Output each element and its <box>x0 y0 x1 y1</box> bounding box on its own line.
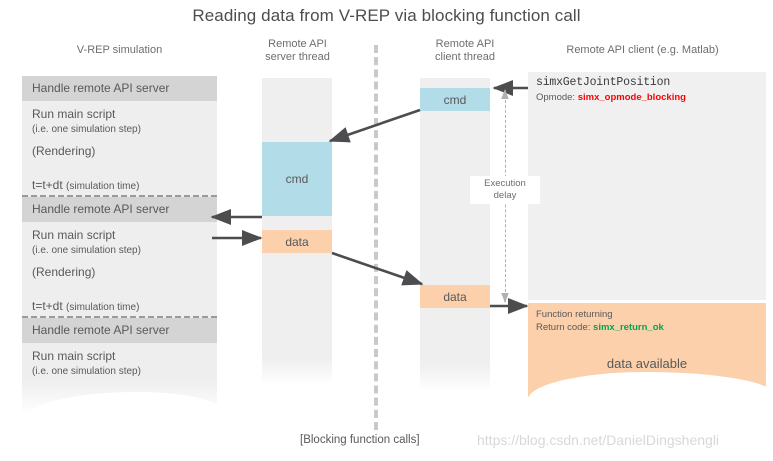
server-cmd-block: cmd <box>262 142 332 216</box>
vrep-step-main: t=t+dt <box>32 299 63 313</box>
return-code-value: simx_return_ok <box>593 322 664 333</box>
vrep-step-band <box>22 197 217 222</box>
vrep-step-sub: (i.e. one simulation step) <box>32 366 141 377</box>
column-header-server-thread-line2: server thread <box>265 51 330 63</box>
function-call-name: simxGetJointPosition <box>536 76 671 89</box>
server-data-block: data <box>262 230 332 253</box>
client-data-block: data <box>420 285 490 308</box>
client-server-divider <box>374 45 378 430</box>
client-cmd-block: cmd <box>420 88 490 111</box>
watermark: https://blog.csdn.net/DanielDingshengli <box>477 432 720 448</box>
vrep-step-label: t=t+dt (simulation time) <box>32 299 217 315</box>
vrep-step-main: t=t+dt <box>32 178 63 192</box>
vrep-step-main: (Rendering) <box>32 144 96 158</box>
vrep-step-band <box>22 76 217 101</box>
client-thread-track <box>420 78 490 388</box>
vrep-step-sub: (simulation time) <box>66 181 140 192</box>
data-available-label: data available <box>606 356 688 371</box>
function-call-panel <box>528 72 766 300</box>
function-returning-label: Function returning <box>536 309 613 320</box>
return-code-label: Return code: <box>536 322 594 333</box>
execution-delay-line1: Execution <box>484 178 526 189</box>
column-header-client-thread: Remote API client thread <box>410 38 520 64</box>
execution-delay-line2: delay <box>493 190 517 201</box>
vrep-step-label: Run main script (i.e. one simulation step… <box>32 349 217 379</box>
vrep-step-sub: (simulation time) <box>66 302 140 313</box>
vrep-step-label: t=t+dt (simulation time) <box>32 178 217 194</box>
column-header-client-thread-line2: client thread <box>435 51 495 63</box>
column-header-vrep: V-REP simulation <box>76 44 163 56</box>
vrep-step-label: (Rendering) <box>32 144 217 159</box>
vrep-step-main: Run main script <box>32 107 116 121</box>
vrep-step-sub: (i.e. one simulation step) <box>32 124 141 135</box>
vrep-step-main: Run main script <box>32 228 116 242</box>
vrep-step-label: Run main script (i.e. one simulation step… <box>32 228 217 258</box>
vrep-step-separator <box>22 316 217 319</box>
vrep-step-label: Run main script (i.e. one simulation step… <box>32 107 217 137</box>
vrep-step-label: Handle remote API server <box>32 202 170 216</box>
vrep-step-label: (Rendering) <box>32 265 217 280</box>
diagram-title: Reading data from V-REP via blocking fun… <box>192 6 581 25</box>
vrep-step-label: Handle remote API server <box>32 323 170 337</box>
vrep-step-label: Handle remote API server <box>32 81 170 95</box>
vrep-step-main: (Rendering) <box>32 265 96 279</box>
column-header-matlab-client: Remote API client (e.g. Matlab) <box>566 44 719 56</box>
return-code-row: Return code: simx_return_ok <box>536 322 764 333</box>
diagram-caption: [Blocking function calls] <box>300 434 420 446</box>
column-header-server-thread-line1: Remote API <box>268 38 327 50</box>
vrep-step-sub: (i.e. one simulation step) <box>32 245 141 256</box>
vrep-step-main: Run main script <box>32 349 116 363</box>
column-header-server-thread: Remote API server thread <box>240 38 355 64</box>
opmode-label: Opmode: <box>536 92 578 103</box>
vrep-simulation-column <box>22 76 217 412</box>
vrep-step-band <box>22 318 217 343</box>
column-header-client-thread-line1: Remote API <box>435 38 495 50</box>
execution-delay-label: Execution delay <box>470 176 540 204</box>
function-call-opmode: Opmode: simx_opmode_blocking <box>536 92 766 103</box>
vrep-step-separator <box>22 195 217 198</box>
opmode-value: simx_opmode_blocking <box>577 92 686 103</box>
